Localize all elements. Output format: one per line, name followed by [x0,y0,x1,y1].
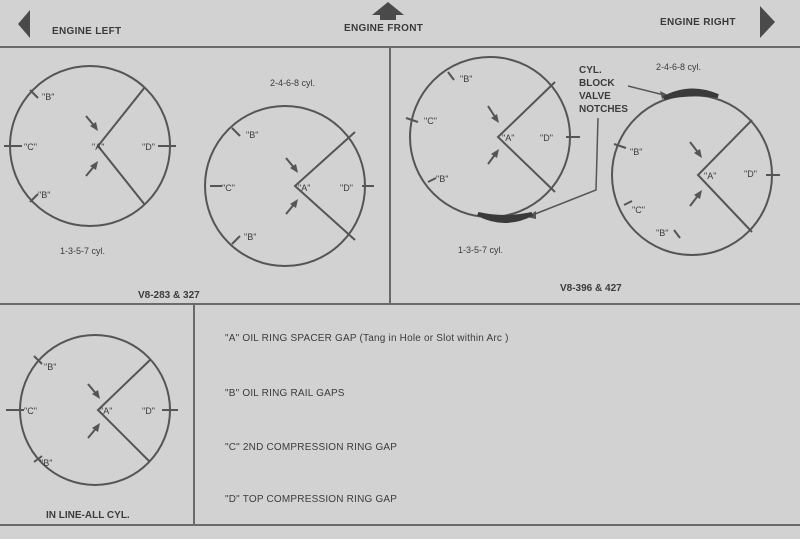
label-b-top: "B" [42,92,54,102]
header-arrows [18,2,775,38]
v8-396-2468-label: 2-4-6-8 cyl. [656,62,701,72]
left-arrow-icon [18,10,30,38]
diagram-header: ENGINE LEFT ENGINE FRONT ENGINE RIGHT [0,0,800,46]
label-c: "C" [24,406,37,416]
engine-left-label: ENGINE LEFT [52,26,122,37]
label-d: "D" [142,142,155,152]
label-a: "A" [502,133,514,143]
v8-283-caption: V8-283 & 327 [138,290,200,301]
label-b-bottom: "B" [38,190,50,200]
label-c: "C" [222,183,235,193]
label-b-top: "B" [246,130,258,140]
legend-item-b: "B" OIL RING RAIL GAPS [225,388,345,399]
label-a: "A" [100,406,112,416]
inline-ring [6,334,178,486]
label-d: "D" [142,406,155,416]
v8-283-2468-label: 2-4-6-8 cyl. [270,78,315,88]
label-b-bottom: "B" [244,232,256,242]
front-arrow-icon [372,2,404,20]
divider-vertical-top [389,46,391,304]
right-arrow-icon [760,6,775,38]
legend-item-c: "C" 2ND COMPRESSION RING GAP [225,442,398,453]
engine-right-label: ENGINE RIGHT [660,17,736,28]
label-b-top: "B" [44,362,56,372]
legend-item-d: "D" TOP COMPRESSION RING GAP [225,494,398,505]
notch-label-line: CYL. [579,65,602,76]
engine-front-label: ENGINE FRONT [344,23,424,34]
v8-283-1357-label: 1-3-5-7 cyl. [60,246,105,256]
v8-396-1357-label: 1-3-5-7 cyl. [458,245,503,255]
label-d: "D" [340,183,353,193]
valve-notch-lower [477,212,533,223]
label-a: "A" [298,183,310,193]
label-c: "C" [424,116,437,126]
v8-283-1357-ring [4,65,176,227]
divider-middle [0,303,800,305]
label-b-top: "B" [630,147,642,157]
label-b-bottom: "B" [436,174,448,184]
notch-label-line: BLOCK [579,78,615,89]
v8-396-1357-ring [405,56,580,218]
label-d: "D" [744,169,757,179]
label-d: "D" [540,133,553,143]
label-c: "C" [632,205,645,215]
label-a: "A" [92,142,104,152]
valve-notch-upper [663,88,719,100]
label-a: "A" [704,171,716,181]
v8-396-caption: V8-396 & 427 [560,283,622,294]
v8-283-2468-ring [204,105,374,267]
inline-caption: IN LINE-ALL CYL. [46,510,130,521]
divider-bottom [0,524,800,526]
label-c: "C" [24,142,37,152]
divider-vertical-bottom [193,304,195,526]
legend-item-a: "A" OIL RING SPACER GAP (Tang in Hole or… [225,333,509,344]
divider-top [0,46,800,48]
label-b-bottom: "B" [656,228,668,238]
notch-label-line: NOTCHES [579,104,628,115]
label-b-bottom: "B" [40,458,52,468]
label-b-top: "B" [460,74,472,84]
notch-label-line: VALVE [579,91,611,102]
arrowheads [90,91,702,432]
notch-label: CYL. BLOCK VALVE NOTCHES [579,65,628,115]
